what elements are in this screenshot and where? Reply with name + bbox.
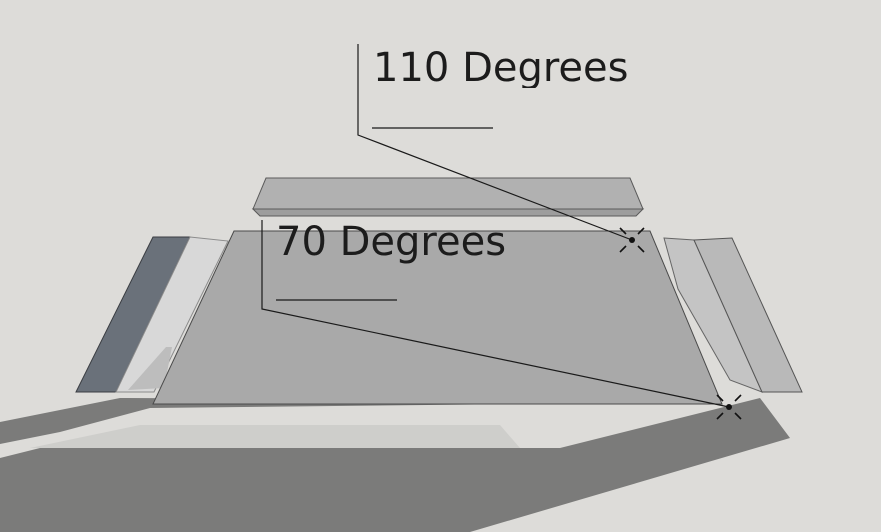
leader-line-70 [261,220,730,408]
inference-endpoint-icon[interactable] [619,227,645,253]
leader-line-110 [357,44,633,241]
ground-gap [30,425,520,448]
right-flap-back [693,237,803,393]
left-flap-light [115,236,229,393]
right-flap-front [663,237,763,393]
inference-endpoint-icon[interactable] [716,394,742,420]
top-lid-face [252,177,644,210]
angle-label-110: 110 Degrees [373,48,629,88]
top-lid-edge [251,208,645,217]
ground-shadow-left [0,398,520,444]
ground-shadow-main [0,398,790,532]
angle-label-70: 70 Degrees [276,219,507,265]
front-panel [152,230,723,405]
left-flap-inner-shade [128,347,172,390]
